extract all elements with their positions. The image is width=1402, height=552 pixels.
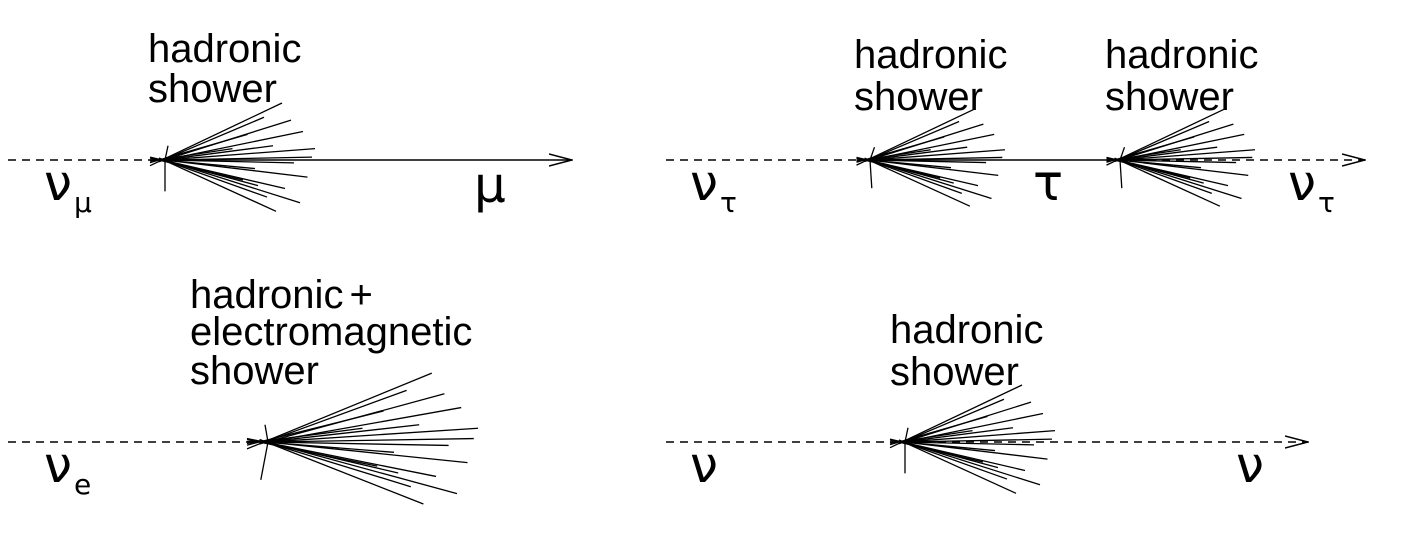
- shower-particle-track: [158, 158, 259, 187]
- shower-particle-track: [889, 429, 973, 444]
- shower-particle-track: [149, 102, 283, 167]
- shower-particle-track: [1114, 158, 1249, 177]
- shower-particle-track: [1119, 159, 1123, 189]
- shower-particle-track: [158, 156, 313, 161]
- nc-shower-label-line1: hadronic: [890, 308, 1043, 352]
- nu-tau-incoming-symbol: ντ: [690, 154, 737, 219]
- nue-shower-label-line2: electromagnetic: [190, 310, 472, 354]
- nutau-shower1-label-line2: shower: [854, 75, 983, 119]
- shower-particle-track: [1106, 108, 1226, 166]
- nu-mu-symbol: νμ: [44, 154, 92, 219]
- muon-symbol: μ: [474, 156, 506, 214]
- shower-particle-track: [869, 146, 876, 161]
- shower-particle-track: [164, 145, 169, 161]
- shower-particle-track: [158, 158, 308, 178]
- shower-particle-track: [898, 439, 1017, 494]
- shower-particle-track: [246, 427, 363, 445]
- nutau-first-hadronic-shower: [856, 108, 1006, 207]
- tau-symbol: τ: [1033, 154, 1063, 212]
- shower-particle-track: [869, 159, 873, 189]
- shower-particle-track: [1114, 157, 1221, 207]
- shower-particle-track: [158, 145, 274, 162]
- nutau-panel: hadronic shower hadronic shower ντ τ ντ: [666, 33, 1365, 219]
- shower-particle-track: [158, 147, 316, 162]
- shower-particle-track: [889, 384, 1023, 449]
- shower-particle-track: [264, 424, 269, 443]
- shower-particle-track: [259, 439, 411, 488]
- shower-particle-track: [856, 108, 976, 166]
- shower-particle-track: [158, 157, 277, 212]
- shower-particle-track: [259, 438, 424, 505]
- shower-particle-track: [898, 438, 1053, 443]
- shower-particle-track: [898, 440, 999, 469]
- shower-particle-track: [259, 424, 420, 444]
- shower-particle-track: [246, 372, 433, 450]
- nu-e-symbol: νe: [44, 436, 91, 501]
- shower-particle-track: [856, 149, 931, 162]
- shower-particle-track: [1114, 158, 1204, 184]
- numu-shower-label-line2: shower: [148, 67, 277, 111]
- nutau-shower2-label-line1: hadronic: [1105, 33, 1258, 77]
- shower-particle-track: [260, 441, 269, 481]
- numu-hadronic-shower: [149, 102, 316, 212]
- shower-particle-track: [1114, 146, 1218, 162]
- nc-panel: hadronic shower ν ν: [666, 308, 1308, 494]
- nue-shower-label-line1: hadronic+: [190, 273, 373, 317]
- numu-panel: hadronic shower νμ μ: [8, 27, 572, 219]
- nue-hadronic-electromagnetic-shower: [246, 372, 479, 505]
- nutau-shower2-label-line2: shower: [1105, 75, 1234, 119]
- shower-particle-track: [259, 440, 468, 464]
- shower-particle-track: [1106, 149, 1181, 162]
- shower-particle-track: [864, 158, 999, 177]
- shower-particle-track: [1114, 149, 1256, 162]
- shower-particle-track: [904, 427, 909, 443]
- numu-shower-label-line1: hadronic: [148, 27, 301, 71]
- nu-outgoing-symbol: ν: [1236, 436, 1264, 494]
- shower-particle-track: [864, 149, 1006, 162]
- shower-particle-track: [898, 427, 1014, 444]
- nu-incoming-symbol: ν: [690, 436, 718, 494]
- shower-particle-track: [259, 437, 474, 443]
- shower-particle-track: [259, 393, 445, 445]
- shower-particle-track: [864, 158, 954, 184]
- shower-particle-track: [898, 401, 1032, 445]
- nc-shower-label-line2: shower: [890, 350, 1019, 394]
- shower-particle-track: [158, 119, 292, 163]
- shower-particle-track: [864, 157, 971, 207]
- nc-hadronic-shower: [889, 384, 1056, 494]
- shower-particle-track: [1114, 123, 1234, 163]
- nutau-shower1-label-line1: hadronic: [854, 33, 1007, 77]
- shower-particle-track: [149, 147, 233, 162]
- shower-particle-track: [259, 440, 399, 474]
- shower-particle-track: [864, 146, 968, 162]
- shower-particle-track: [864, 156, 1003, 161]
- nu-tau-outgoing-symbol: ντ: [1288, 154, 1335, 219]
- shower-particle-track: [1114, 156, 1253, 161]
- shower-particle-track: [259, 427, 479, 444]
- shower-particle-track: [864, 123, 984, 163]
- nue-panel: hadronic+ electromagnetic shower νe: [8, 273, 479, 505]
- shower-particle-track: [1119, 146, 1126, 161]
- shower-particle-track: [259, 389, 407, 445]
- nue-shower-label-line3: shower: [190, 349, 319, 393]
- shower-particle-track: [898, 440, 1048, 460]
- shower-particle-track: [898, 429, 1056, 444]
- nutau-second-hadronic-shower: [1106, 108, 1256, 207]
